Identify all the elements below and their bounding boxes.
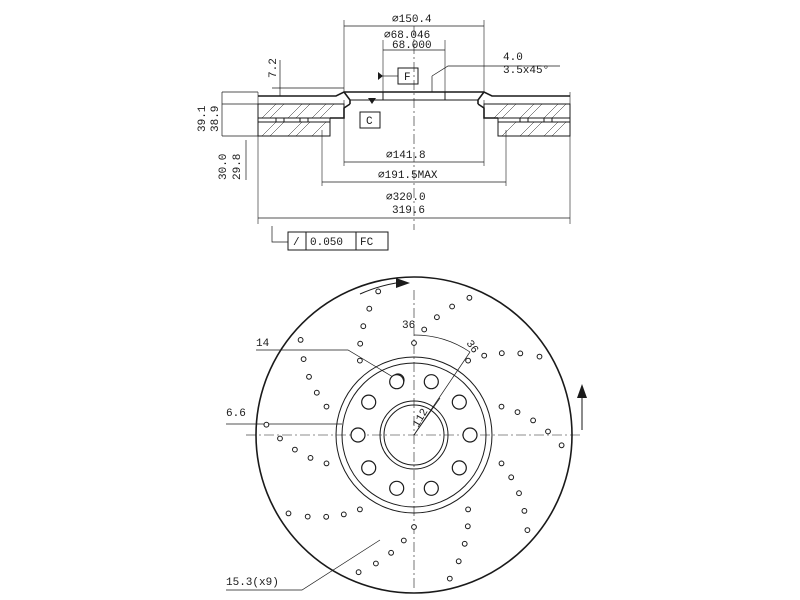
dim-hub-hole: 6.6 [226,408,246,420]
cross-drill-hole [498,460,505,467]
cross-drill-hole [411,524,417,530]
cross-drill-hole [521,508,528,514]
cross-drill-hole [306,373,312,380]
cross-drill-hole [465,506,472,513]
cross-drill-hole [375,288,382,295]
cross-drill-hole [357,506,363,513]
dim-drill-angle-2: 36 [463,338,480,356]
dim-height-min: 38.9 [210,106,222,132]
dim-height-max: 39.1 [197,105,209,132]
dim-bore-min: 68.000 [392,40,432,52]
cross-drill-hole [536,353,543,360]
cross-drill-hole [449,303,456,310]
cross-drill-hole [455,558,462,565]
cross-drill-hole [461,540,468,547]
cross-drill-hole [498,403,505,410]
cross-drill-hole [446,575,453,582]
tolerance-value: 0.050 [310,237,343,249]
cross-drill-hole [366,305,373,312]
dim-inner-flange: ∅141.8 [386,150,426,162]
bolt-hole [451,394,467,410]
cross-drill-hole [323,513,330,520]
cross-drill-hole [340,511,347,518]
cross-drill-hole [465,357,472,364]
dim-pcd: 112 [411,407,431,430]
plan-view [226,276,587,594]
dim-thickness-max: 30.0 [218,154,230,180]
tolerance-reference: FC [360,237,374,249]
bolt-hole [462,427,478,443]
datum-f-label: F [404,72,411,84]
dim-hat-depth: 7.2 [268,58,280,78]
cross-drill-hole [388,549,395,556]
bolt-hole [451,460,467,476]
cross-drill-hole [277,435,283,442]
cross-drill-hole [481,352,488,359]
cross-drill-hole [263,421,270,428]
cross-drill-hole [464,523,471,530]
datum-c-label: C [366,116,373,128]
dim-hole-dia: 14 [256,338,270,350]
cross-drill-hole [530,417,536,424]
dim-drill-angle-1: 36 [402,320,415,332]
cross-drill-hole [304,513,311,520]
cross-drill-hole [297,337,304,343]
dim-chamfer-angle: 3.5x45° [503,65,549,77]
cross-drill-hole [355,569,362,576]
cross-drill-hole [323,460,330,467]
tolerance-frame [287,231,389,251]
cross-drill-hole [292,446,298,453]
dim-outer-min: 319.6 [392,205,425,217]
cross-drill-hole [373,560,379,567]
cross-drill-hole [300,356,307,363]
cross-drill-hole [411,340,417,346]
bolt-hole [423,374,439,390]
cross-drill-hole [421,326,428,333]
bolt-hole [423,480,439,496]
cross-drill-hole [400,537,407,544]
cross-drill-hole [524,527,531,533]
dim-outer-max: ∅320.0 [386,192,426,204]
cross-drill-hole [357,357,363,364]
dim-chamfer-depth: 4.0 [503,52,523,64]
bolt-hole-group [350,374,478,496]
bolt-hole [361,394,377,410]
cross-drill-hole [357,340,364,347]
bolt-hole [389,480,405,496]
section-view: F C [221,20,571,251]
bolt-hole [389,374,405,390]
bolt-hole [350,427,366,443]
cross-drill-hole [434,314,440,321]
cross-drill-hole [517,350,524,357]
tolerance-symbol: / [293,237,300,249]
cross-drill-hole [360,323,367,330]
datum-f-box [397,67,419,85]
cross-drill-hole [498,350,505,357]
dim-braking-band: ∅191.5MAX [378,170,438,182]
dim-bore-max: ∅68.046 [384,30,430,42]
dim-hat-outer: ∅150.4 [392,14,432,26]
dim-bolt-holes: 15.3(x9) [226,577,279,589]
cross-drill-hole [313,389,320,396]
cross-drill-hole [558,442,565,449]
datum-c-box [359,111,381,129]
cross-drill-hole [508,474,515,481]
cross-drill-hole [323,403,330,410]
cross-drill-hole [307,455,314,461]
bolt-hole [361,460,377,476]
cross-drill-hole [514,409,521,416]
cross-drill-hole [466,294,473,301]
dim-thickness-min: 29.8 [232,154,244,180]
cross-drill-hole [516,490,522,497]
cross-drill-group [263,288,565,582]
cross-drill-hole [285,510,292,517]
cross-drill-hole [545,428,551,435]
